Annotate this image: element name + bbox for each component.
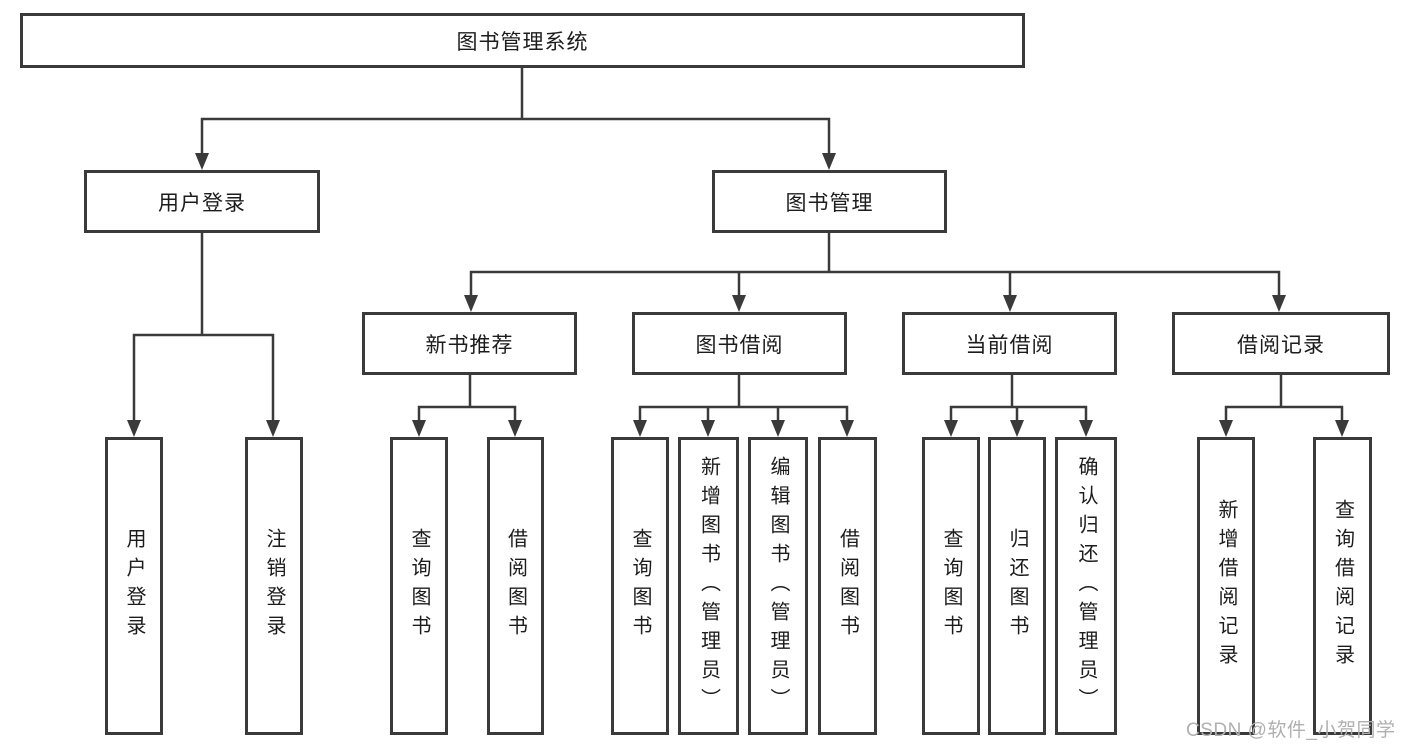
leaf-br-query-record: 查询借阅记录 [1313,437,1372,735]
leaf-bb-query-book: 查询图书 [611,437,669,735]
node-current-borrow: 当前借阅 [902,312,1117,375]
connector-bookborrow-to-leaves [638,375,849,423]
leaf-cb-return-book: 归还图书 [988,437,1046,735]
node-user-login: 用户登录 [84,170,320,233]
node-library-system: 图书管理系统 [20,13,1025,68]
csdn-watermark: CSDN @软件_小贺同学 [1186,720,1396,741]
leaf-bb-add-book-admin: 新增图书（管理员） [678,437,739,735]
leaf-cb-confirm-return-admin: 确认归还（管理员） [1055,437,1117,735]
node-borrow-records: 借阅记录 [1172,312,1390,375]
node-book-management: 图书管理 [712,170,947,233]
leaf-bb-borrow-book: 借阅图书 [818,437,877,735]
leaf-cb-query-book: 查询图书 [922,437,980,735]
connector-currentborrow-to-leaves [949,375,1088,423]
leaf-nbr-borrow-book: 借阅图书 [487,437,544,735]
connector-root-to-level2 [200,68,831,156]
connector-newbookrec-to-leaves [417,375,517,423]
node-book-borrow: 图书借阅 [632,312,847,375]
connector-bookmgmt-to-level3 [469,233,1281,298]
leaf-logout: 注销登录 [245,437,303,735]
leaf-bb-edit-book-admin: 编辑图书（管理员） [748,437,808,735]
leaf-user-login: 用户登录 [105,437,163,735]
connector-borrowrecords-to-leaves [1224,375,1344,423]
arrowheads [127,153,1349,437]
leaf-nbr-query-book: 查询图书 [390,437,448,735]
connector-userlogin-to-leaves [132,233,275,423]
leaf-br-add-record: 新增借阅记录 [1197,437,1255,735]
node-new-book-recommend: 新书推荐 [362,312,577,375]
